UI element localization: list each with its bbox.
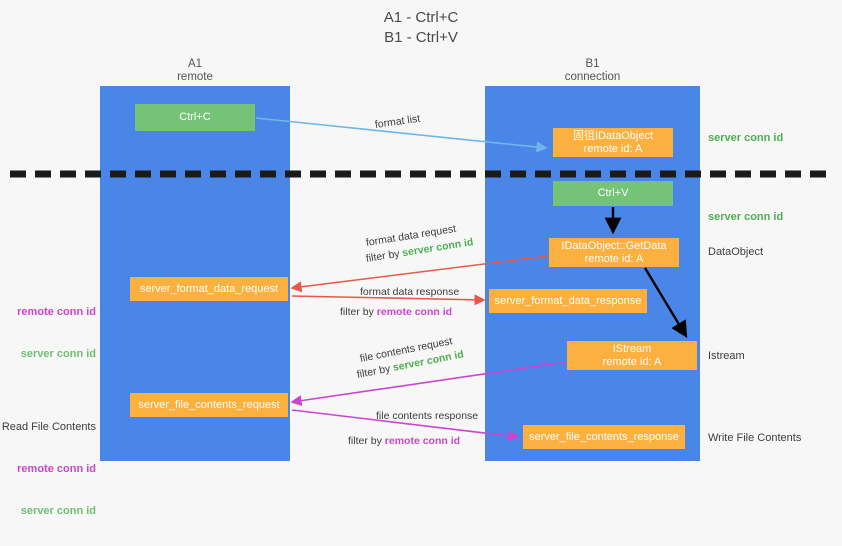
node-getdata-line1: IDataObject::GetData [561,239,667,252]
node-server-file-contents-response[interactable]: server_file_contents_response [523,425,685,449]
margin-note-file: Read File Contents remote conn id server… [0,392,96,546]
node-server-format-data-request[interactable]: server_format_data_request [130,277,288,301]
node-getdata[interactable]: IDataObject::GetData remote id: A [549,238,679,267]
edge-label-format-data-response-filter: filter by remote conn id [340,305,452,319]
margin-note-format-server: server conn id [20,348,96,360]
filter-prefix: filter by [365,247,404,265]
node-server-file-contents-response-label: server_file_contents_response [529,430,679,443]
edge-label-file-contents-response-filter: filter by remote conn id [348,434,460,448]
edge-label-format-list: format list [374,112,421,131]
node-getdata-line2: remote id: A [584,252,644,265]
lane-b1-header: B1 connection [564,58,621,83]
side-label-istream: Istream [708,350,745,362]
node-server-file-contents-request-label: server_file_contents_request [138,398,280,411]
margin-note-format: remote conn id server conn id [0,277,96,389]
node-server-format-data-response-label: server_format_data_response [494,294,642,307]
margin-note-file-server: server conn id [20,505,96,517]
node-dataobject-line1: 固徂IDataObject [572,129,654,142]
node-istream-line1: IStream [612,342,652,355]
edge-label-file-contents-response: file contents response [376,410,479,422]
node-server-format-data-request-label: server_format_data_request [139,282,279,295]
side-label-server-conn-id-second: server conn id [708,211,784,223]
margin-note-format-remote: remote conn id [17,306,96,318]
node-ctrl-c-label: Ctrl+C [179,111,211,123]
node-server-format-data-response[interactable]: server_format_data_response [489,289,647,313]
page-title: A1 - Ctrl+C B1 - Ctrl+V [383,9,459,46]
node-ctrl-v-label: Ctrl+V [597,187,629,199]
margin-note-file-remote: remote conn id [17,463,96,475]
node-server-file-contents-request[interactable]: server_file_contents_request [130,393,288,417]
side-label-write-file-contents: Write File Contents [708,432,802,444]
node-istream[interactable]: IStream remote id: A [567,341,697,370]
edge-label-format-data-response: format data response [360,286,460,298]
node-dataobject[interactable]: 固徂IDataObject remote id: A [553,128,673,157]
lane-a1-header: A1 remote [177,58,213,83]
node-dataobject-line2: remote id: A [583,142,643,155]
filter-target-remote-conn-id: remote conn id [376,306,453,318]
node-istream-line2: remote id: A [602,355,662,368]
filter-target-remote-conn-id: remote conn id [384,435,461,447]
side-label-dataobject: DataObject [708,246,764,258]
node-ctrl-v[interactable]: Ctrl+V [553,181,673,206]
filter-prefix: filter by [340,306,377,318]
margin-note-file-heading: Read File Contents [1,421,96,433]
node-ctrl-c[interactable]: Ctrl+C [135,104,255,131]
filter-prefix: filter by [348,435,385,447]
side-label-server-conn-id-top: server conn id [708,132,784,144]
